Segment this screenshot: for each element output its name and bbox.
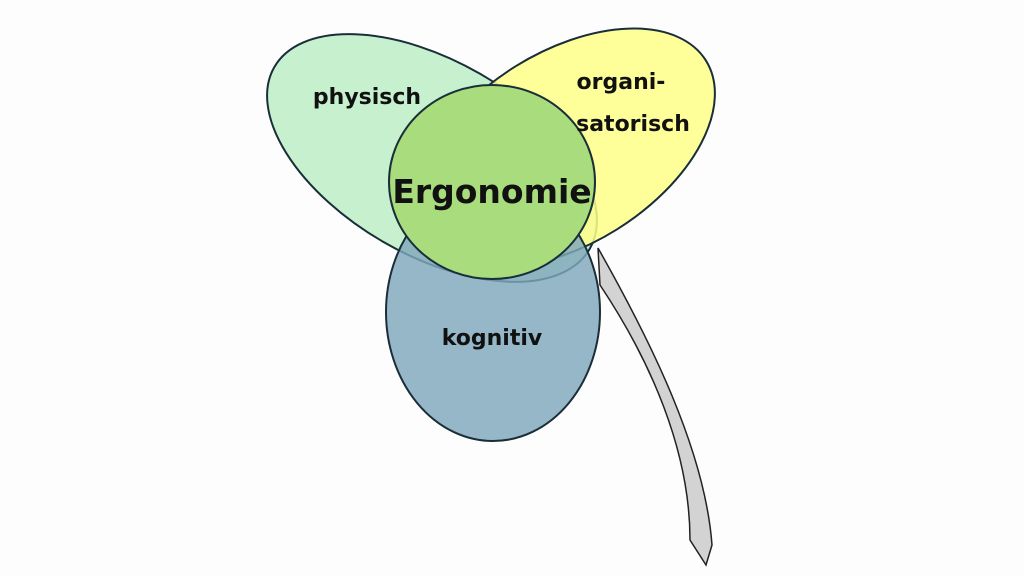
- label-kognitiv: kognitiv: [442, 326, 543, 351]
- label-ergonomie: Ergonomie: [392, 172, 591, 211]
- center-ergonomie: [388, 84, 596, 280]
- label-organisatorisch-2: satorisch: [576, 112, 690, 137]
- label-organisatorisch-1: organi-: [577, 70, 666, 95]
- label-physisch: physisch: [313, 85, 421, 110]
- flower-stem: [597, 247, 713, 567]
